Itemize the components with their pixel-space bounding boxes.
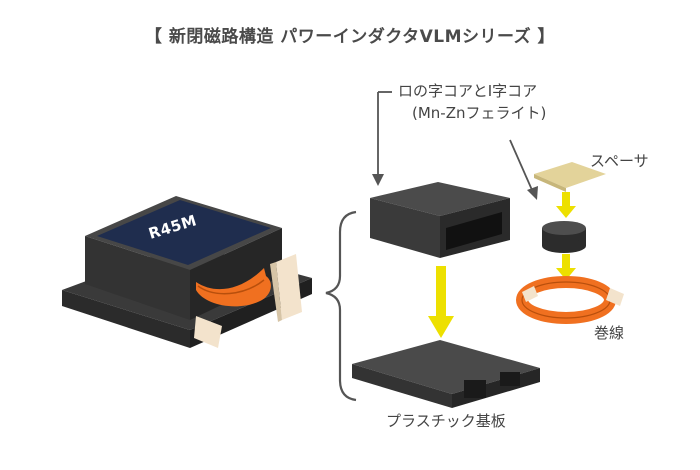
i-core [542,221,586,253]
diagram-title: 【 新閉磁路構造 パワーインダクタVLMシリーズ 】 [144,27,556,47]
plastic-base [352,340,540,408]
pointer-arrow-icore [527,186,538,200]
label-core-material: (Mn-Znフェライト) [412,104,547,122]
pointer-arrow-core [372,174,384,186]
label-plastic-base: プラスチック基板 [386,412,506,430]
spacer [534,162,606,188]
terminal-front [194,316,222,348]
label-core: ロの字コアとI字コア [398,82,538,100]
assembled-inductor [62,196,312,348]
top-plate [97,200,271,265]
grouping-brace [325,210,357,402]
label-coil: 巻線 [594,324,625,342]
u-core [370,182,510,258]
label-spacer: スペーサ [590,152,649,170]
assembly-arrow-center [436,266,446,318]
coil [516,276,624,324]
terminal-right [276,254,302,320]
coil-window [196,268,271,307]
